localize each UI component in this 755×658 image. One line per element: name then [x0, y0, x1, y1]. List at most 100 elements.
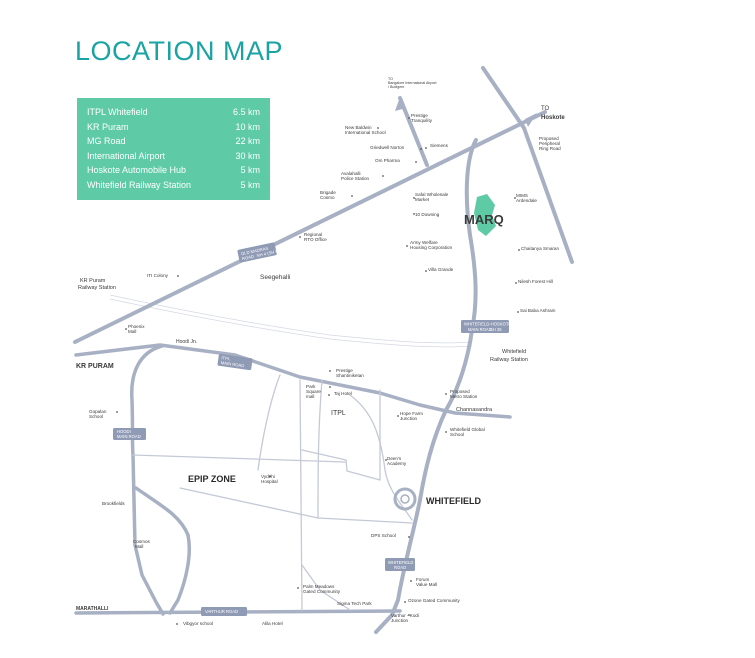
- place-marker: [351, 195, 353, 197]
- svg-text:Hoodi Jn.: Hoodi Jn.: [176, 339, 197, 345]
- airport-road: [398, 96, 429, 167]
- svg-text:Taj Hotel: Taj Hotel: [334, 391, 352, 396]
- distance-place: Whitefield Railway Station: [87, 179, 192, 190]
- svg-text:New Baldwin: New Baldwin: [345, 125, 372, 130]
- svg-text:MAIN ROAD: MAIN ROAD: [468, 327, 492, 332]
- place-marker: [329, 386, 331, 388]
- arrow-right-icon: [525, 113, 537, 127]
- road-tag-varthur: VARTHUR ROAD: [201, 607, 247, 616]
- svg-text:Regional: Regional: [304, 232, 322, 237]
- svg-text:ROAD: ROAD: [242, 254, 255, 261]
- distance-value: 6.5 km: [232, 107, 260, 117]
- place-marker: [425, 270, 427, 272]
- svg-text:Channasandra: Channasandra: [456, 407, 493, 413]
- place-marker: [328, 394, 330, 396]
- svg-text:School: School: [450, 432, 464, 437]
- svg-text:Junction: Junction: [400, 416, 418, 421]
- svg-text:ITPL: ITPL: [221, 355, 231, 361]
- place-marker: [299, 236, 301, 238]
- whitefield-hoskote-road: [374, 138, 478, 634]
- place-marker: [397, 415, 399, 417]
- svg-text:Deen's: Deen's: [387, 456, 402, 461]
- svg-text:Safal Wholesale: Safal Wholesale: [415, 192, 449, 197]
- svg-text:Park: Park: [306, 384, 316, 389]
- svg-text:Whitefield Global: Whitefield Global: [450, 427, 485, 432]
- road-tag-itpl-main: ITPL MAIN ROAD: [217, 353, 253, 371]
- road-tag-hoodi-main: HOODI MAIN ROAD: [113, 428, 146, 440]
- svg-text:KR Puram: KR Puram: [80, 278, 106, 284]
- svg-text:Gated Community: Gated Community: [303, 589, 341, 594]
- svg-text:Hope Farm: Hope Farm: [400, 411, 423, 416]
- svg-text:Market: Market: [415, 197, 430, 202]
- roundabout-icon: [393, 487, 417, 511]
- svg-text:Ardendale: Ardendale: [516, 198, 537, 203]
- svg-text:Griedwell Norton: Griedwell Norton: [370, 145, 405, 150]
- place-marker: [425, 147, 427, 149]
- place-marker: [445, 431, 447, 433]
- svg-text:Cosmos: Cosmos: [133, 539, 151, 544]
- road-tag-whitefield-road: WHITEFIELD ROAD: [385, 558, 415, 571]
- road-network: [73, 66, 574, 634]
- distance-place: Hoskote Automobile Hub: [87, 165, 187, 175]
- svg-text:International School: International School: [345, 130, 386, 135]
- svg-text:WHITEFIELD: WHITEFIELD: [388, 560, 413, 565]
- distance-row: ITPL Whitefield 6.5 km: [87, 105, 260, 120]
- svg-text:Forum: Forum: [416, 577, 429, 582]
- place-marker: [420, 148, 422, 150]
- place-marker: [377, 127, 379, 129]
- svg-text:Square: Square: [306, 389, 321, 394]
- svg-text:MIMS: MIMS: [516, 193, 528, 198]
- place-marker: [445, 393, 447, 395]
- place-marker: [176, 623, 178, 625]
- svg-text:Brookfields: Brookfields: [102, 501, 125, 506]
- distance-place: ITPL Whitefield: [87, 107, 148, 117]
- svg-text:10 Downing: 10 Downing: [415, 212, 440, 217]
- svg-text:Ring Road: Ring Road: [539, 146, 561, 151]
- distance-value: 5 km: [240, 165, 260, 175]
- marq-label: MARQ: [464, 212, 504, 227]
- svg-text:Bangalore International Airpor: Bangalore International Airport: [388, 81, 437, 85]
- svg-text:SH 35: SH 35: [490, 327, 502, 332]
- distance-place: International Airport: [87, 150, 166, 161]
- place-marker: [116, 411, 118, 413]
- svg-text:TO: TO: [388, 77, 393, 81]
- svg-text:Phoenix: Phoenix: [128, 324, 145, 329]
- svg-text:Academy: Academy: [387, 461, 407, 466]
- distance-row: Hoskote Automobile Hub 5 km: [87, 163, 260, 178]
- svg-text:Mall: Mall: [135, 544, 143, 549]
- itpl-label: ITPL: [331, 410, 346, 417]
- to-hoskote-label: TO: [541, 106, 550, 112]
- svg-text:Junction: Junction: [391, 618, 409, 623]
- brookfields-road: [134, 486, 192, 615]
- arrow-up-icon: [395, 97, 406, 111]
- svg-text:Shantiniketan: Shantiniketan: [336, 373, 364, 378]
- svg-text:Mall: Mall: [128, 329, 136, 334]
- place-marker: [413, 197, 415, 199]
- svg-text:MAIN ROAD: MAIN ROAD: [117, 434, 141, 439]
- svg-text:Metro Station: Metro Station: [450, 394, 478, 399]
- place-marker: [408, 536, 410, 538]
- epip-zone-label: EPIP ZONE: [188, 474, 236, 484]
- svg-text:Prestige: Prestige: [336, 368, 353, 373]
- svg-text:ROAD: ROAD: [394, 565, 406, 570]
- place-markers: [116, 117, 520, 625]
- kr-puram-label: KR PURAM: [76, 363, 114, 370]
- place-marker: [408, 117, 410, 119]
- svg-text:HOODI: HOODI: [117, 429, 131, 434]
- distance-row: International Airport 30 km: [87, 149, 260, 164]
- svg-text:WHITEFIELD-HOSKOTE: WHITEFIELD-HOSKOTE: [464, 322, 511, 327]
- svg-text:Villa Grande: Villa Grande: [428, 267, 454, 272]
- place-marker: [329, 370, 331, 372]
- svg-text:Nilesh Forest Hill: Nilesh Forest Hill: [518, 279, 553, 284]
- place-labels: Prestige Tranquility New Baldwin Interna…: [78, 113, 561, 626]
- svg-text:NH 4 (SH 55): NH 4 (SH 55): [256, 248, 282, 258]
- place-marker: [385, 459, 387, 461]
- svg-text:Vibgyor school: Vibgyor school: [183, 621, 213, 626]
- distance-value: 30 km: [235, 150, 260, 161]
- place-marker: [177, 275, 179, 277]
- road-tag-old-madras: OLD MADRAS ROAD NH 4 (SH 55): [237, 242, 282, 263]
- area-labels: WHITEFIELD EPIP ZONE KR PURAM ITPL Seege…: [76, 274, 481, 612]
- svg-text:Proposed: Proposed: [450, 389, 470, 394]
- marq-project-marker[interactable]: [474, 194, 496, 236]
